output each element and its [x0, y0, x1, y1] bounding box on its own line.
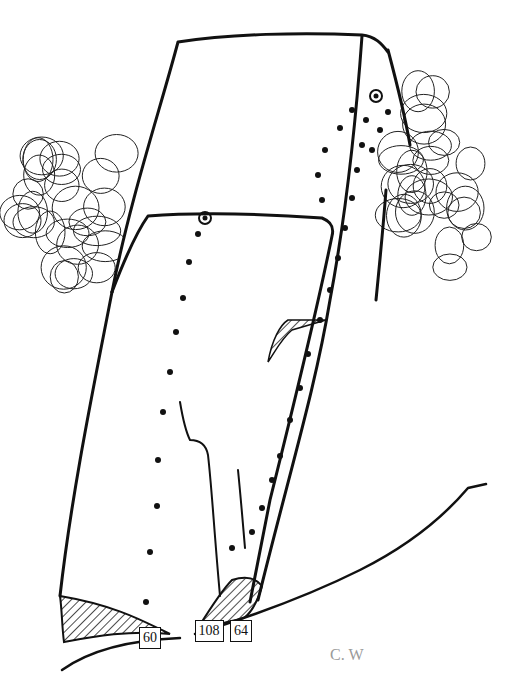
route-number: 64	[234, 624, 248, 638]
route-number-box: 108	[195, 620, 224, 642]
signature: C. W	[330, 646, 363, 664]
route-number: 108	[199, 624, 220, 638]
route-number-box: 64	[230, 620, 252, 642]
route-number: 60	[143, 631, 157, 645]
route-number-box: 60	[139, 627, 161, 649]
